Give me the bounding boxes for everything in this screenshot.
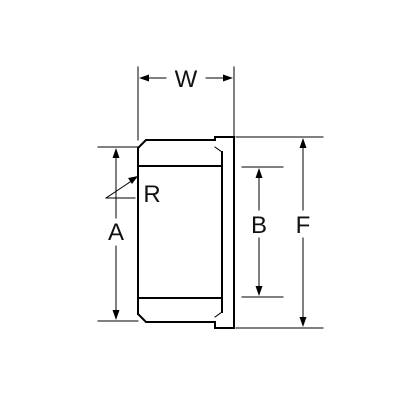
radius-callout: R: [105, 176, 161, 208]
b-label: B: [251, 212, 267, 239]
f-dimension: F: [235, 136, 324, 329]
width-label: W: [175, 66, 198, 93]
a-label: A: [108, 219, 124, 246]
width-dimension: W: [137, 66, 235, 141]
b-dimension: B: [241, 166, 284, 298]
part-outline: [137, 136, 235, 329]
a-dimension: A: [97, 146, 139, 322]
radius-label: R: [143, 181, 160, 208]
f-label: F: [296, 212, 311, 239]
